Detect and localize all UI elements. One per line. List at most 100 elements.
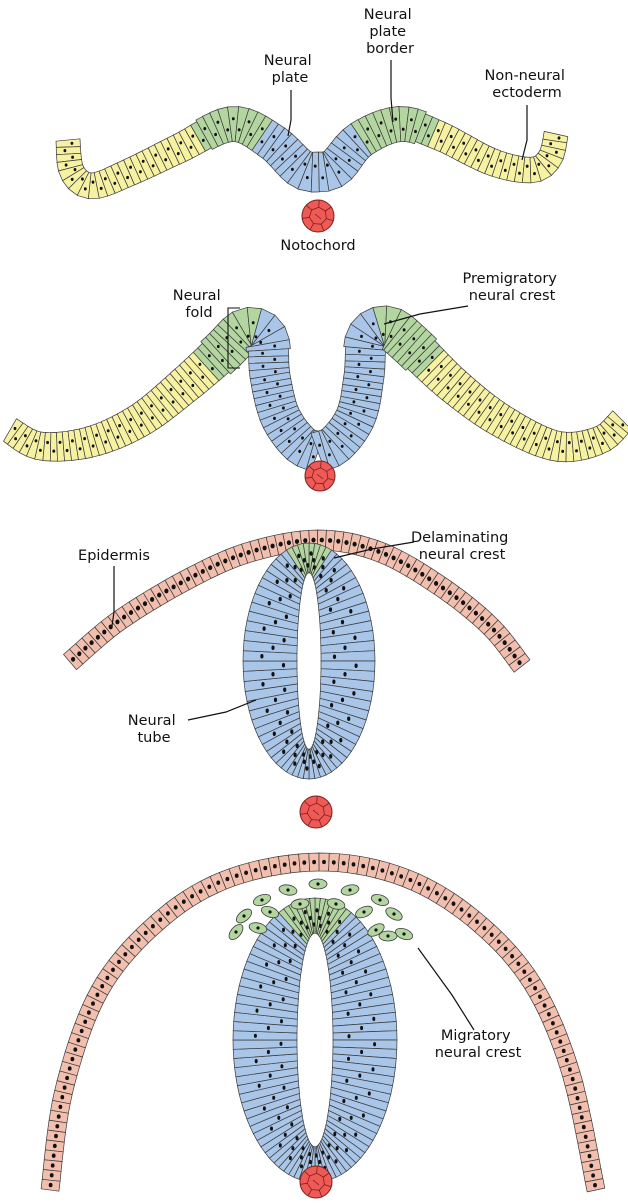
- nucleus: [126, 176, 129, 179]
- nucleus: [261, 682, 264, 686]
- nucleus: [90, 640, 94, 645]
- non-neural-ectoderm-leader: [522, 105, 527, 160]
- nucleus: [286, 563, 289, 567]
- nucleus: [580, 1115, 584, 1119]
- neural-fold-label: Neural fold: [173, 288, 225, 321]
- nucleus: [277, 1116, 280, 1120]
- nucleus: [367, 383, 370, 386]
- nucleus: [226, 128, 229, 131]
- nucleus: [87, 1010, 91, 1014]
- nucleus: [295, 539, 299, 544]
- nucleus: [279, 597, 282, 601]
- nucleus: [343, 1133, 346, 1137]
- nucleus: [342, 861, 346, 865]
- nucleus: [555, 1030, 559, 1034]
- nucleus: [321, 176, 324, 179]
- nucleus: [414, 130, 417, 133]
- nucleus: [285, 615, 288, 619]
- nucleus: [14, 437, 17, 440]
- nucleus: [279, 542, 283, 547]
- nucleus: [290, 1122, 293, 1126]
- nucleus: [318, 764, 321, 768]
- nucleus: [113, 182, 116, 185]
- nucleus: [265, 962, 268, 966]
- nucleus: [279, 1143, 282, 1147]
- nucleus: [14, 427, 17, 430]
- nucleus: [332, 630, 335, 634]
- nucleus: [111, 968, 115, 972]
- nucleus: [106, 976, 110, 980]
- nucleus: [182, 900, 186, 904]
- nucleus: [373, 1042, 376, 1046]
- nucleus: [59, 1105, 63, 1109]
- nucleus: [177, 152, 180, 155]
- nucleus: [511, 431, 514, 434]
- nucleus: [486, 622, 490, 627]
- nucleus: [533, 432, 536, 435]
- nucleus: [71, 156, 74, 159]
- nucleus: [613, 433, 616, 436]
- nucleus: [477, 159, 480, 162]
- nucleus: [152, 164, 155, 167]
- nucleus: [316, 908, 319, 912]
- nucleus: [440, 365, 443, 368]
- nucleus: [207, 885, 211, 889]
- nucleus: [68, 1066, 72, 1070]
- nucleus: [117, 171, 120, 174]
- nucleus: [46, 441, 49, 444]
- nucleus: [302, 860, 306, 864]
- nucleus: [267, 1050, 270, 1054]
- nucleus: [490, 165, 493, 168]
- nucleus: [226, 877, 230, 881]
- nucleus: [546, 154, 549, 157]
- nucleus: [350, 960, 353, 964]
- nucleus: [50, 1173, 54, 1177]
- nucleus: [202, 139, 205, 142]
- nucleus: [273, 344, 276, 347]
- nucleus: [390, 129, 393, 132]
- nucleus: [565, 1058, 569, 1062]
- nucleus: [57, 1114, 61, 1118]
- nucleus: [337, 954, 340, 958]
- nucleus: [130, 945, 134, 949]
- nucleus: [115, 619, 119, 624]
- nucleus: [301, 436, 304, 439]
- nucleus: [342, 1099, 345, 1103]
- nucleus: [256, 926, 259, 929]
- neural-tube-leader: [188, 700, 256, 720]
- nucleus: [128, 430, 131, 433]
- nucleus: [588, 1154, 592, 1158]
- nucleus: [311, 538, 315, 543]
- nucleus: [399, 874, 403, 878]
- nucleus: [269, 404, 272, 407]
- neural-plate-label: Neural plate: [264, 53, 316, 86]
- nucleus: [350, 434, 353, 437]
- nucleus: [366, 140, 369, 143]
- nucleus: [266, 391, 269, 394]
- nucleus: [589, 1164, 593, 1168]
- notochord-cell-wall: [317, 1166, 318, 1173]
- nucleus: [316, 882, 319, 885]
- nucleus: [304, 162, 307, 165]
- nucleus: [281, 157, 284, 160]
- nucleus: [164, 589, 168, 594]
- nucleus: [326, 163, 329, 166]
- nucleus: [276, 579, 279, 583]
- nucleus: [247, 550, 251, 555]
- nucleus: [366, 127, 369, 130]
- nucleus: [576, 1096, 580, 1100]
- nucleus: [333, 568, 336, 572]
- nucleus: [386, 934, 389, 937]
- nucleus: [371, 866, 375, 870]
- nucleus: [549, 142, 552, 145]
- nucleus: [377, 134, 380, 137]
- nucleus: [336, 930, 339, 934]
- nucleus: [462, 142, 465, 145]
- nucleus: [329, 754, 332, 758]
- nucleus: [320, 538, 324, 543]
- neural-tube: [243, 543, 375, 779]
- nucleus: [252, 321, 255, 324]
- nucleus: [573, 1086, 577, 1090]
- nucleus: [341, 698, 344, 702]
- nucleus: [314, 164, 317, 167]
